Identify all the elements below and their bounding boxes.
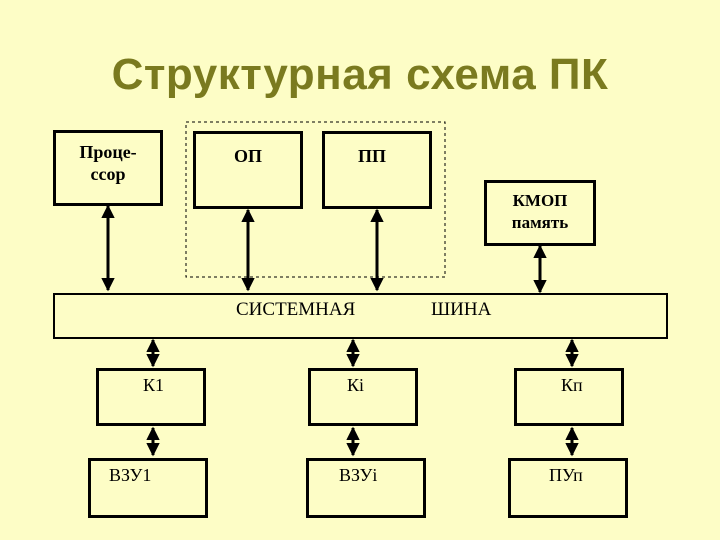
ram-block: ОП bbox=[193, 131, 303, 209]
rom-label: ПП bbox=[358, 146, 387, 166]
memory-group-outline bbox=[185, 121, 446, 278]
device-vzui: ВЗУi bbox=[306, 458, 426, 518]
device-vzu1-label: ВЗУ1 bbox=[109, 465, 152, 485]
processor-label-line2: ссор bbox=[90, 164, 126, 184]
processor-label-line1: Проце- bbox=[79, 142, 137, 162]
device-pun-label: ПУп bbox=[549, 465, 583, 485]
cmos-memory-block: КМОП память bbox=[484, 180, 596, 246]
page-title: Структурная схема ПК bbox=[111, 50, 609, 99]
controller-k1-label: К1 bbox=[143, 375, 165, 395]
controller-kn-label: Кп bbox=[561, 375, 583, 395]
device-vzu1: ВЗУ1 bbox=[88, 458, 208, 518]
controller-kn: Кп bbox=[514, 368, 624, 426]
bus-label-system: СИСТЕМНАЯ bbox=[236, 299, 356, 320]
controller-k1: К1 bbox=[96, 368, 206, 426]
controller-ki-label: Кi bbox=[347, 375, 365, 395]
rom-block: ПП bbox=[322, 131, 432, 209]
bus-label-bus: ШИНА bbox=[431, 299, 492, 320]
cmos-label-line2: память bbox=[511, 213, 569, 232]
cmos-label-line1: КМОП bbox=[512, 191, 568, 210]
system-bus: СИСТЕМНАЯ ШИНА bbox=[53, 293, 668, 339]
device-vzui-label: ВЗУi bbox=[339, 465, 378, 485]
processor-block: Проце- ссор bbox=[53, 130, 163, 206]
controller-ki: Кi bbox=[308, 368, 418, 426]
device-pun: ПУп bbox=[508, 458, 628, 518]
ram-label: ОП bbox=[234, 146, 263, 166]
